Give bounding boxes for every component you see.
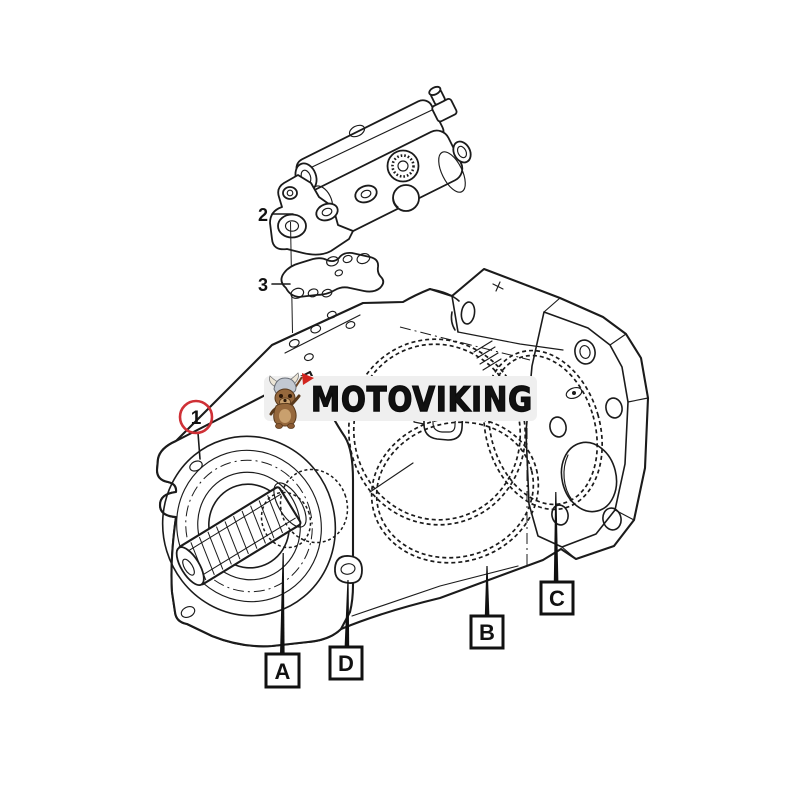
port-c-label: C xyxy=(549,586,565,611)
pump-body-drawing xyxy=(155,267,650,648)
port-callout-d: D xyxy=(328,580,364,681)
splined-shaft-drawing xyxy=(175,482,307,586)
part-3-label: 3 xyxy=(258,275,268,295)
port-a-label: A xyxy=(275,659,291,684)
part-callout-2: 2 xyxy=(258,205,294,225)
mounting-ear-drawing xyxy=(334,555,363,584)
part-callout-1: 1 xyxy=(178,399,214,460)
viking-dog-mascot-icon xyxy=(269,372,314,429)
brand-band xyxy=(264,376,537,421)
part-1-red-ring xyxy=(178,399,214,435)
mascot-flag xyxy=(302,373,314,385)
port-callout-a: A xyxy=(264,553,301,689)
port-b-label: B xyxy=(479,620,495,645)
part-2-label: 2 xyxy=(258,205,268,225)
brand-wordmark: MOTOVIKING xyxy=(311,380,533,420)
valve-assembly-drawing xyxy=(269,85,472,256)
rear-flange-drawing xyxy=(525,297,649,560)
port-callout-c: C xyxy=(539,492,575,616)
watermark-band: MOTOVIKING xyxy=(264,372,537,429)
port-d-label: D xyxy=(338,651,354,676)
port-callout-b: B xyxy=(469,566,505,650)
gasket-drawing xyxy=(280,251,385,299)
part-1-label: 1 xyxy=(191,408,202,429)
part-callout-3: 3 xyxy=(258,275,291,295)
